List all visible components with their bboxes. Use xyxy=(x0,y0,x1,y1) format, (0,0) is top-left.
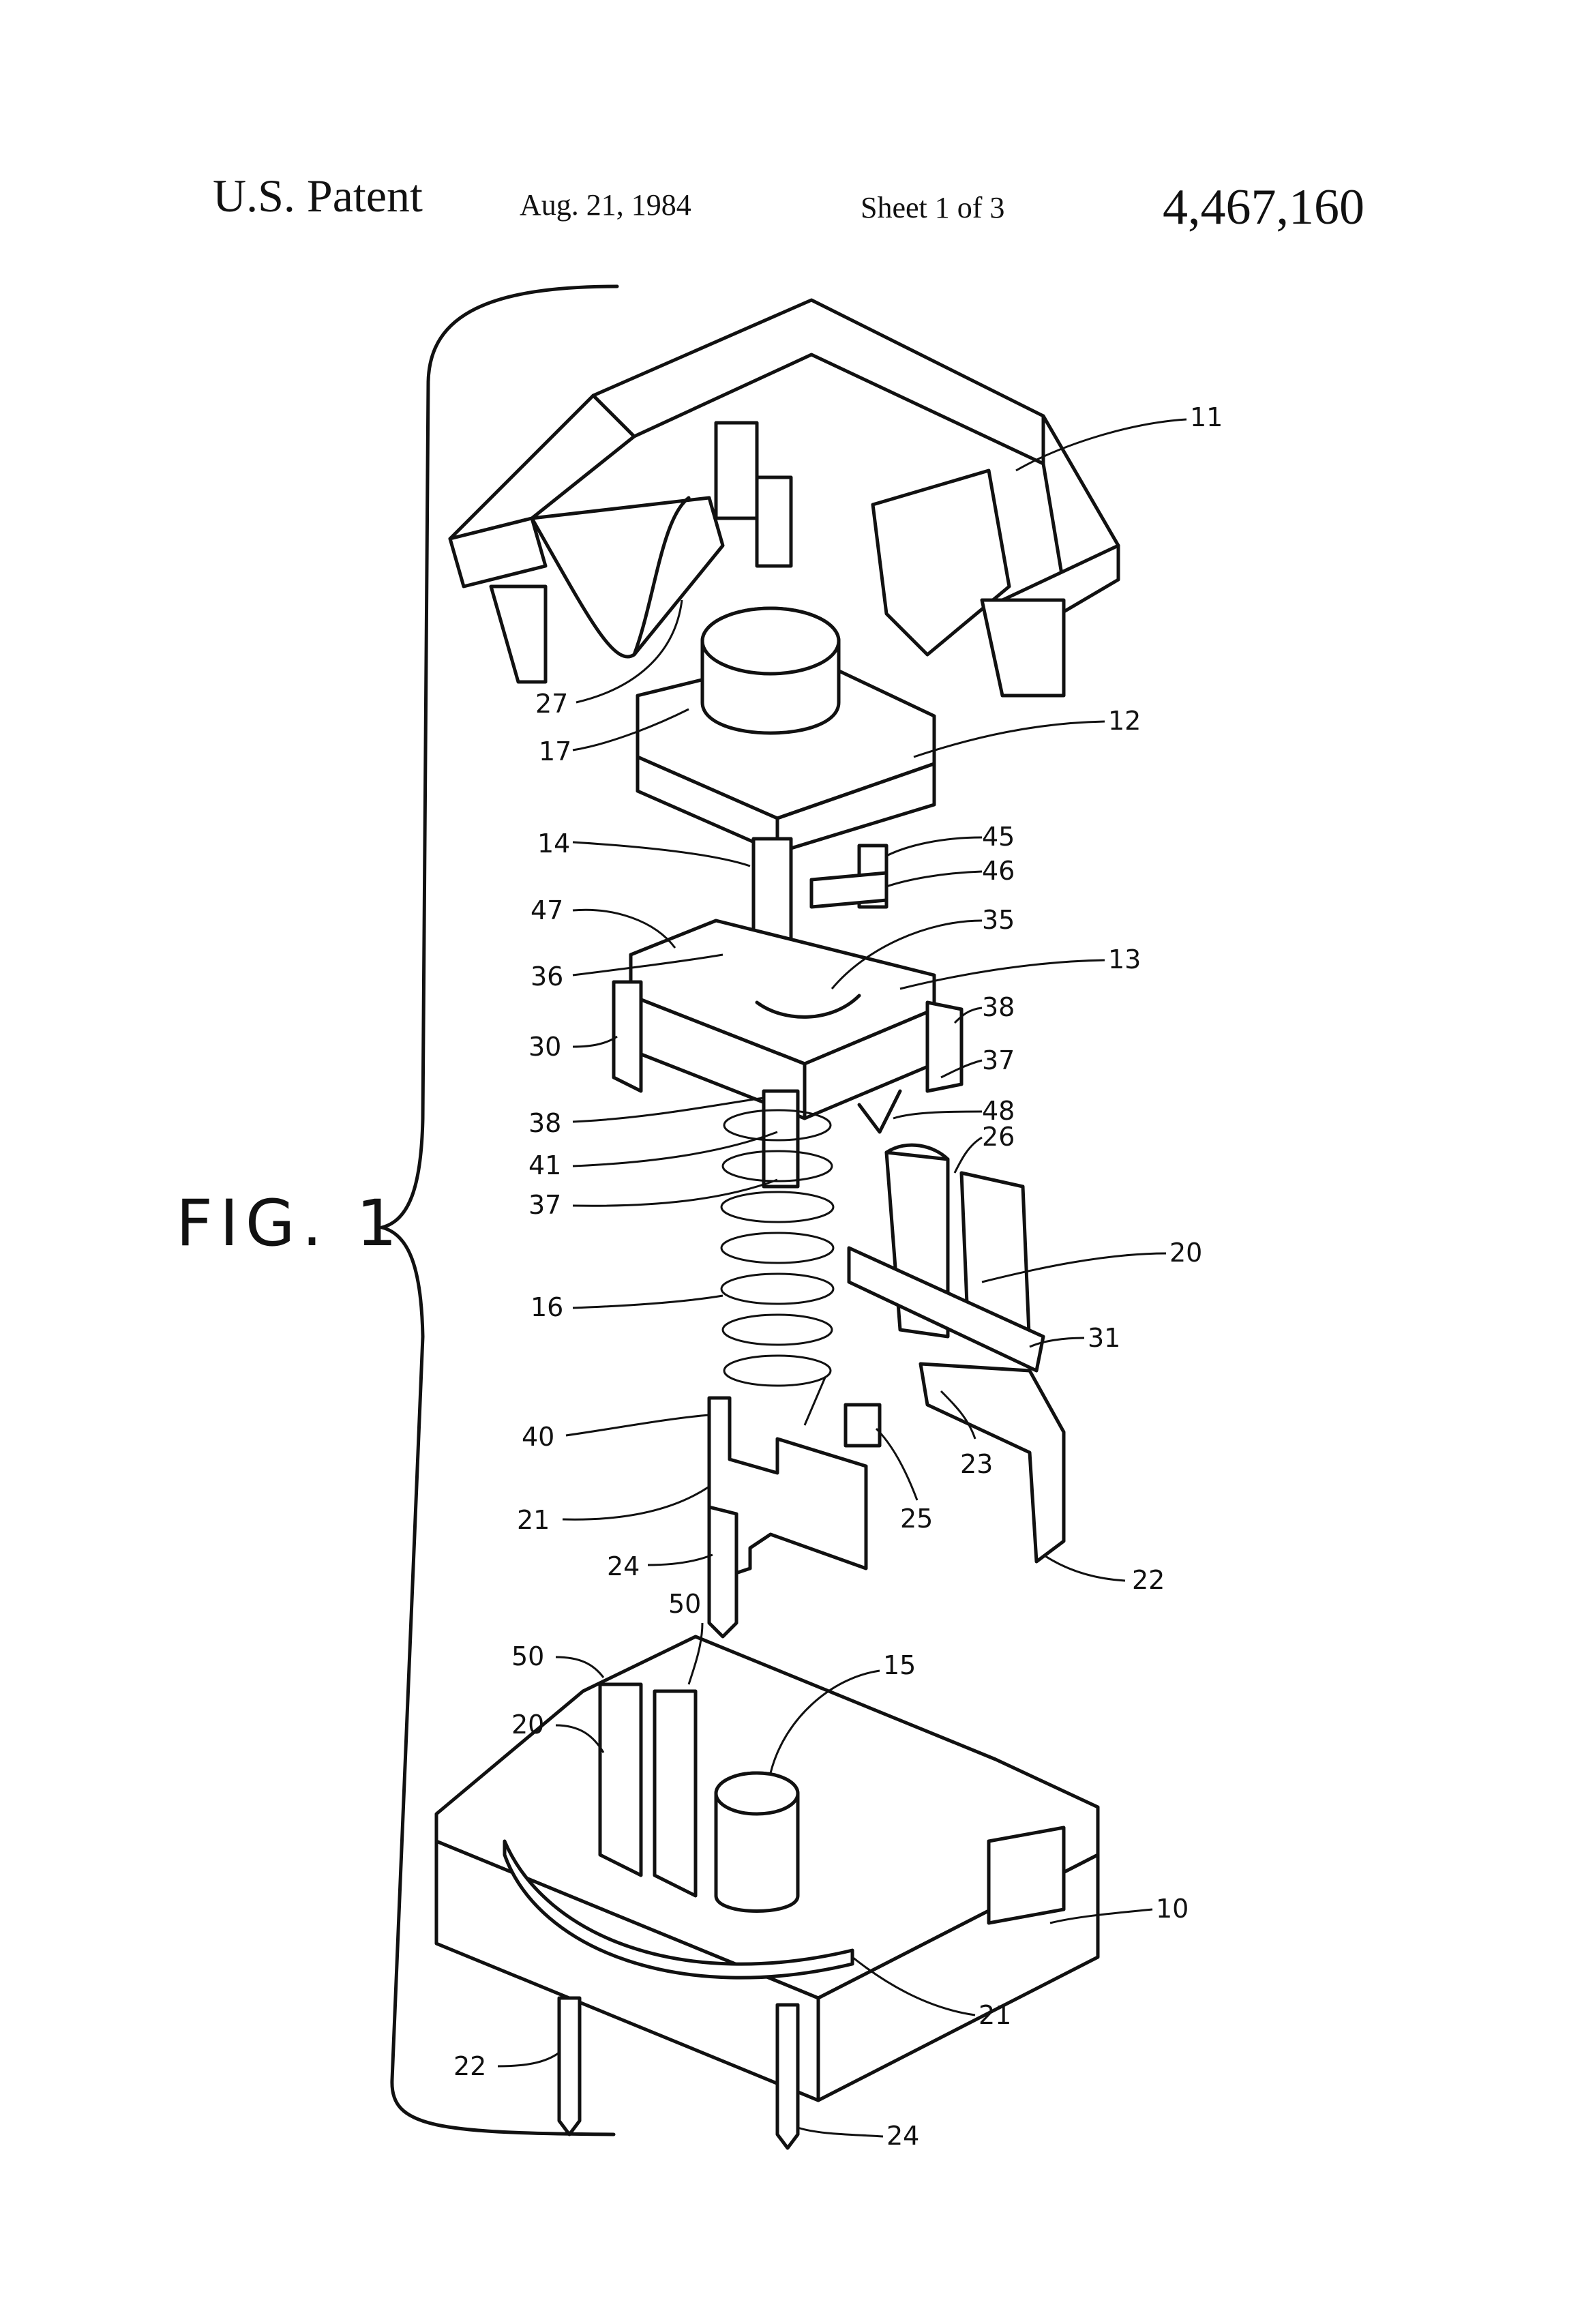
ref-40: 40 xyxy=(522,1422,554,1452)
ref-16: 16 xyxy=(531,1292,563,1322)
ref-30: 30 xyxy=(528,1032,561,1062)
ref-22-left: 22 xyxy=(453,2051,486,2081)
ref-48: 48 xyxy=(982,1096,1015,1126)
figure-label: FIG. 1 xyxy=(176,1187,404,1261)
ref-17: 17 xyxy=(539,736,571,766)
ref-45: 45 xyxy=(982,822,1015,852)
part-10-base-housing xyxy=(434,1635,1100,2150)
patent-header-title: U.S. Patent xyxy=(213,170,423,222)
part-20-contact-spring xyxy=(844,1143,1066,1564)
ref-36: 36 xyxy=(531,962,563,992)
ref-38-right: 38 xyxy=(982,992,1015,1022)
part-21-stationary-contact xyxy=(707,1396,868,1639)
ref-11: 11 xyxy=(1190,402,1223,432)
ref-26: 26 xyxy=(982,1122,1015,1152)
ref-27: 27 xyxy=(535,689,568,719)
sheet-indicator: Sheet 1 of 3 xyxy=(861,191,1005,224)
ref-21-lower: 21 xyxy=(979,2000,1011,2030)
ref-15: 15 xyxy=(883,1650,916,1680)
ref-14: 14 xyxy=(537,829,570,859)
ref-22-right: 22 xyxy=(1132,1565,1165,1595)
patent-date: Aug. 21, 1984 xyxy=(520,188,691,222)
part-16-coil-spring xyxy=(720,1109,835,1426)
ref-31: 31 xyxy=(1088,1323,1120,1353)
ref-24-lower: 24 xyxy=(886,2121,919,2151)
ref-21-upper: 21 xyxy=(517,1505,550,1535)
part-12-plunger xyxy=(636,606,936,991)
ref-38-left: 38 xyxy=(528,1108,561,1138)
ref-46: 46 xyxy=(982,856,1015,886)
ref-10: 10 xyxy=(1156,1894,1189,1924)
ref-37-left: 37 xyxy=(528,1190,561,1220)
ref-20: 20 xyxy=(1169,1238,1202,1268)
ref-13: 13 xyxy=(1108,944,1141,974)
ref-41: 41 xyxy=(528,1150,561,1180)
ref-20-lower: 20 xyxy=(511,1710,544,1740)
ref-12: 12 xyxy=(1108,706,1141,736)
ref-23: 23 xyxy=(960,1449,993,1479)
ref-47: 47 xyxy=(531,895,563,925)
ref-50-top: 50 xyxy=(668,1589,701,1619)
ref-50-left: 50 xyxy=(511,1641,544,1671)
ref-35: 35 xyxy=(982,905,1015,935)
ref-25: 25 xyxy=(900,1504,933,1534)
reference-labels: 11 27 17 12 14 45 46 47 35 13 36 38 xyxy=(453,402,1223,2151)
ref-37-right: 37 xyxy=(982,1045,1015,1075)
ref-24-upper: 24 xyxy=(607,1551,640,1581)
grouping-brace xyxy=(380,284,619,2136)
patent-number: 4,467,160 xyxy=(1163,179,1364,235)
part-11-top-cover xyxy=(448,298,1120,698)
